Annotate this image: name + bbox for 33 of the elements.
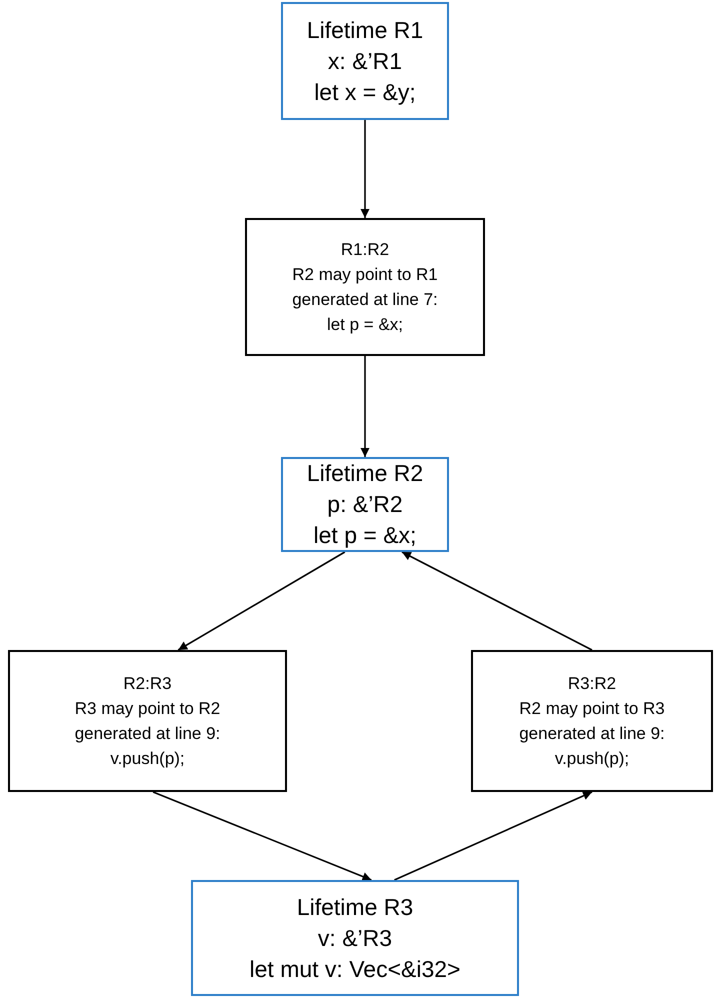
node-text: R2 may point to R3 (519, 698, 665, 720)
constraint-box (8, 650, 287, 792)
node-text: let mut v: Vec<&i32> (250, 954, 460, 984)
constraint-box (245, 218, 485, 356)
node-title: R3:R2 (568, 673, 616, 695)
node-title: Lifetime R1 (306, 16, 424, 44)
node-text: generated at line 9: (519, 723, 665, 745)
node-title: R2:R3 (123, 673, 172, 695)
node-text: R3 may point to R2 (74, 698, 220, 720)
node-text: R2 may point to R1 (292, 264, 438, 286)
node-title: Lifetime R3 (296, 892, 414, 922)
node-text: let x = &y; (314, 78, 416, 107)
arrow (402, 551, 592, 651)
arrow (360, 120, 370, 218)
arrow (152, 791, 372, 881)
node-text: p: &’R2 (327, 490, 403, 519)
arrow (394, 791, 592, 881)
node-text: generated at line 7: (292, 289, 438, 311)
arrow (360, 356, 370, 457)
arrow (178, 551, 346, 651)
node-text: v.push(p); (554, 748, 630, 770)
node-title: R1:R2 (340, 239, 390, 261)
node-text: x: &’R1 (328, 46, 402, 76)
constraint-box (471, 650, 713, 792)
node-text: v.push(p); (110, 748, 185, 770)
node-text: generated at line 9: (74, 723, 220, 745)
lifetime-box (191, 880, 519, 996)
node-text: let p = &x; (314, 521, 416, 550)
node-text: v: &’R3 (318, 924, 392, 952)
lifetime-box (281, 2, 449, 120)
node-text: let p = &x; (326, 314, 404, 336)
lifetime-box (281, 457, 449, 552)
node-title: Lifetime R2 (306, 459, 424, 488)
